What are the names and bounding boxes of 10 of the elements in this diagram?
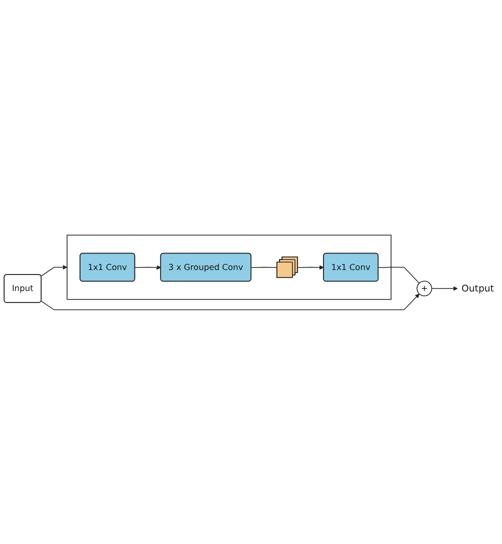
node-text: Output (462, 282, 494, 294)
node-circle: + (416, 280, 432, 296)
arrow (40, 264, 68, 276)
arrow (40, 293, 420, 310)
cluster (66, 234, 392, 300)
arrow (297, 264, 324, 270)
arrow (134, 264, 162, 270)
connector (250, 266, 278, 268)
arrow (431, 286, 458, 290)
connector (378, 266, 420, 284)
